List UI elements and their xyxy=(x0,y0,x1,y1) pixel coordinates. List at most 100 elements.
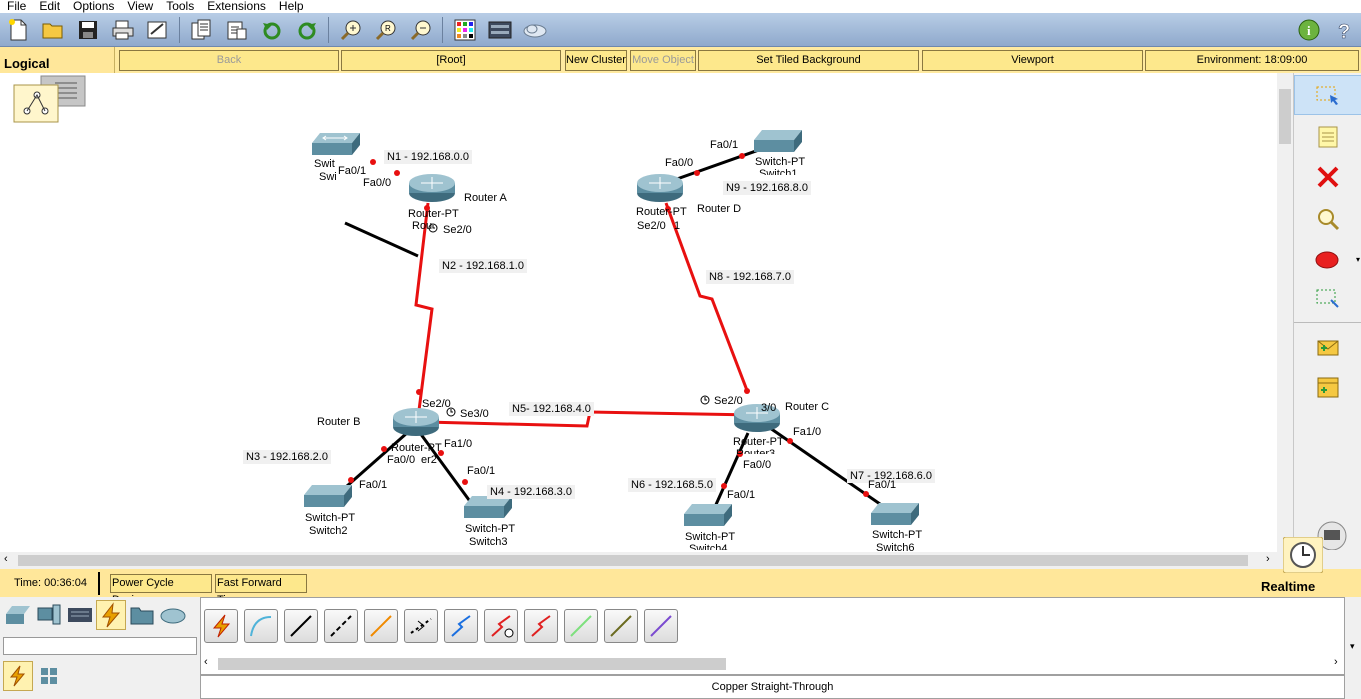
back-button[interactable]: Back xyxy=(119,50,339,71)
copper-straight-through-icon[interactable] xyxy=(284,609,318,643)
fiber-icon[interactable] xyxy=(364,609,398,643)
network-label-n6: N6 - 192.168.5.0 xyxy=(628,478,716,492)
device-search-input[interactable] xyxy=(3,637,197,655)
workspace-horizontal-scrollbar[interactable]: ‹ › xyxy=(0,552,1277,569)
automatic-connection-icon[interactable] xyxy=(204,609,238,643)
root-button[interactable]: [Root] xyxy=(341,50,561,71)
select-icon[interactable] xyxy=(1294,75,1361,115)
toolbar-separator xyxy=(328,16,329,43)
environment-button[interactable]: Environment: 18:09:00 xyxy=(1145,50,1359,71)
add-complex-pdu-icon[interactable] xyxy=(1294,367,1361,407)
new-cluster-button[interactable]: New Cluster xyxy=(565,50,627,71)
workspace-vertical-scrollbar[interactable] xyxy=(1277,73,1293,552)
bottom-panel-vertical-scrollbar[interactable]: ▾ xyxy=(1347,597,1361,699)
set-tiled-background-button[interactable]: Set Tiled Background xyxy=(698,50,919,71)
resize-icon[interactable] xyxy=(1294,279,1361,319)
menu-edit[interactable]: Edit xyxy=(39,0,61,13)
octal-icon[interactable] xyxy=(564,609,598,643)
switch2-model: Switch-PT xyxy=(305,512,356,524)
palette-icon[interactable] xyxy=(453,18,477,42)
info-icon[interactable]: i xyxy=(1297,18,1321,42)
misc-icon[interactable] xyxy=(127,600,157,630)
inspect-icon[interactable] xyxy=(1294,199,1361,239)
open-icon[interactable] xyxy=(41,18,65,42)
port-label: Se2/0 xyxy=(422,398,451,410)
add-simple-pdu-icon[interactable] xyxy=(1294,327,1361,367)
menu-help[interactable]: Help xyxy=(278,0,304,13)
scroll-left-icon[interactable]: ‹ xyxy=(204,656,208,668)
network-label-n5: N5- 192.168.4.0 xyxy=(509,402,594,416)
coaxial-icon[interactable] xyxy=(444,609,478,643)
phone-icon[interactable] xyxy=(404,609,438,643)
realtime-mode-label[interactable]: Realtime xyxy=(1261,579,1316,594)
router-a-sub: Rou xyxy=(412,220,433,232)
help-icon[interactable]: ? xyxy=(1332,18,1356,42)
redo-icon[interactable] xyxy=(295,18,319,42)
components-icon[interactable] xyxy=(65,600,95,630)
logical-tab[interactable]: Logical xyxy=(0,47,115,73)
menu-file[interactable]: File xyxy=(7,0,27,13)
zoom-in-icon[interactable] xyxy=(339,18,363,42)
port-label: Fa1/0 xyxy=(793,426,822,438)
cloud-icon[interactable] xyxy=(523,18,547,42)
port-label: Fa0/1 xyxy=(359,479,388,491)
zoom-reset-icon[interactable]: R xyxy=(374,18,398,42)
connections-icon[interactable] xyxy=(96,600,126,630)
activity-wizard-icon[interactable] xyxy=(146,18,170,42)
horizontal-scroll-thumb[interactable] xyxy=(18,555,1248,566)
vertical-scroll-thumb[interactable] xyxy=(1279,89,1291,144)
serial-dce-icon[interactable] xyxy=(484,609,518,643)
fast-forward-time-button[interactable]: Fast Forward Time xyxy=(215,574,307,606)
custom-device-icon[interactable] xyxy=(488,18,512,42)
menu-tools[interactable]: Tools xyxy=(166,0,195,13)
port-label: Fa0/0 xyxy=(743,459,772,471)
new-icon[interactable] xyxy=(6,18,30,42)
link-routera-routerb xyxy=(414,202,434,419)
menu-extensions[interactable]: Extensions xyxy=(207,0,266,13)
router-a-model: Router-PT xyxy=(408,208,459,220)
connections-scroll-thumb[interactable] xyxy=(218,658,726,670)
connections-horizontal-scrollbar[interactable]: ‹ › xyxy=(200,656,1345,671)
scroll-right-icon[interactable]: › xyxy=(1266,553,1270,565)
connections-icon[interactable] xyxy=(3,661,33,691)
network-label-n8: N8 - 192.168.7.0 xyxy=(706,270,794,284)
logical-view-icon[interactable] xyxy=(13,73,87,123)
usb-icon[interactable] xyxy=(644,609,678,643)
draw-ellipse-icon[interactable]: ▾ xyxy=(1294,240,1361,280)
delete-icon[interactable] xyxy=(1294,157,1361,197)
switch6-sub: Switch6 xyxy=(876,542,915,552)
paste-icon[interactable] xyxy=(225,18,249,42)
simulation-mode-icon[interactable] xyxy=(1308,520,1356,551)
zoom-out-icon[interactable] xyxy=(409,18,433,42)
move-object-button[interactable]: Move Object xyxy=(630,50,696,71)
realtime-clock-icon[interactable] xyxy=(1282,536,1324,574)
device-subcategory-row xyxy=(3,661,65,691)
copper-cross-over-icon[interactable] xyxy=(324,609,358,643)
logical-workspace[interactable]: N1 - 192.168.0.0 N2 - 192.168.1.0 N3 - 1… xyxy=(0,73,1277,552)
note-icon[interactable] xyxy=(1294,117,1361,157)
menu-options[interactable]: Options xyxy=(73,0,115,13)
viewport-button[interactable]: Viewport xyxy=(922,50,1143,71)
panel-divider xyxy=(1294,322,1361,323)
scroll-down-icon[interactable]: ▾ xyxy=(1350,641,1355,651)
end-devices-icon[interactable] xyxy=(34,600,64,630)
router-b-model: Router-PT xyxy=(391,442,442,454)
grid-icon[interactable] xyxy=(34,661,64,691)
console-cable-icon[interactable] xyxy=(244,609,278,643)
router-icon xyxy=(393,174,780,436)
multiuser-icon[interactable] xyxy=(158,600,188,630)
power-cycle-devices-button[interactable]: Power Cycle Devices xyxy=(110,574,212,606)
scroll-left-icon[interactable]: ‹ xyxy=(4,553,8,565)
network-devices-icon[interactable] xyxy=(3,600,33,630)
scroll-right-icon[interactable]: › xyxy=(1334,656,1338,668)
save-icon[interactable] xyxy=(76,18,100,42)
switch0-model: Swit xyxy=(314,158,335,170)
undo-icon[interactable] xyxy=(260,18,284,42)
iot-custom-icon[interactable] xyxy=(604,609,638,643)
print-icon[interactable] xyxy=(111,18,135,42)
copy-icon[interactable] xyxy=(190,18,214,42)
menu-view[interactable]: View xyxy=(127,0,154,13)
serial-dte-icon[interactable] xyxy=(524,609,558,643)
switch3-model: Switch-PT xyxy=(465,523,516,535)
port-label: 3/0 xyxy=(761,402,777,414)
